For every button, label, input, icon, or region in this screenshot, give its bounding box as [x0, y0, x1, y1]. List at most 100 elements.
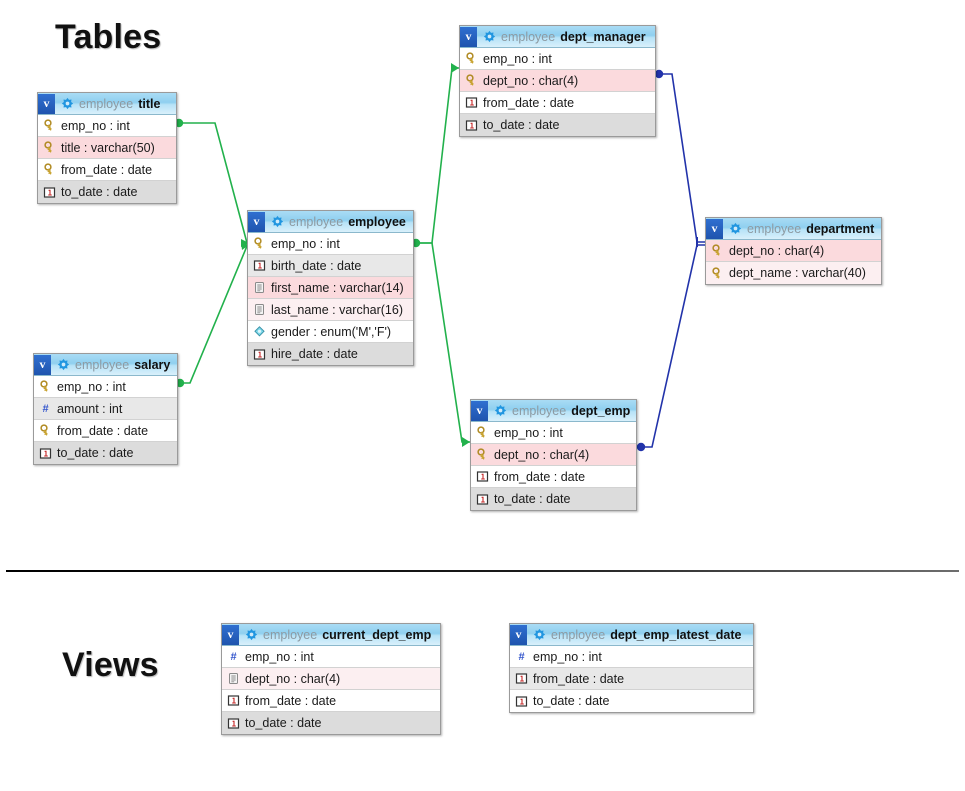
column-row[interactable]: hire_date : date — [248, 343, 413, 365]
column-row[interactable]: dept_no : char(4) — [471, 444, 636, 466]
schema-name: employee — [289, 214, 344, 229]
column-row[interactable]: birth_date : date — [248, 255, 413, 277]
column-label: from_date : date — [533, 671, 625, 686]
enum-icon — [254, 326, 265, 337]
column-label: to_date : date — [245, 716, 322, 730]
column-row[interactable]: emp_no : int — [34, 376, 177, 398]
column-row[interactable]: to_date : date — [222, 712, 440, 734]
svg-text:#: # — [42, 403, 48, 415]
column-label: emp_no : int — [57, 379, 126, 394]
column-row[interactable]: from_date : date — [34, 420, 177, 442]
column-label: emp_no : int — [533, 649, 602, 664]
date-icon — [227, 717, 240, 729]
column-row[interactable]: emp_no : int — [460, 48, 655, 70]
column-label: amount : int — [57, 401, 123, 416]
column-row[interactable]: emp_no : int — [38, 115, 176, 137]
entity-name: title — [138, 96, 161, 111]
text-icon — [229, 673, 238, 684]
gear-icon — [271, 215, 284, 228]
section-heading-tables: Tables — [55, 18, 162, 56]
relation-dept_manager-department[interactable] — [654, 69, 705, 247]
column-row[interactable]: emp_no : int — [248, 233, 413, 255]
column-label: birth_date : date — [271, 258, 362, 273]
column-label: to_date : date — [61, 185, 138, 199]
column-label: emp_no : int — [271, 236, 340, 251]
column-row[interactable]: dept_no : char(4) — [222, 668, 440, 690]
relation-employee-dept_manager[interactable] — [411, 63, 459, 248]
date-icon — [465, 119, 478, 131]
date-icon — [43, 186, 56, 198]
column-row[interactable]: #emp_no : int — [222, 646, 440, 668]
date-icon — [465, 97, 478, 108]
schema-name: employee — [501, 29, 556, 44]
column-row[interactable]: from_date : date — [222, 690, 440, 712]
relation-dept_emp-department[interactable] — [636, 244, 705, 452]
column-label: from_date : date — [245, 693, 337, 708]
gear-icon — [245, 628, 258, 641]
column-row[interactable]: to_date : date — [38, 181, 176, 203]
date-icon — [515, 673, 528, 684]
column-row[interactable]: from_date : date — [471, 466, 636, 488]
schema-name: employee — [512, 403, 567, 418]
column-row[interactable]: to_date : date — [460, 114, 655, 136]
column-row[interactable]: to_date : date — [34, 442, 177, 464]
relation-salary-employee[interactable] — [175, 242, 249, 388]
column-row[interactable]: dept_no : char(4) — [706, 240, 881, 262]
column-row[interactable]: to_date : date — [510, 690, 753, 712]
view-badge-icon: v — [222, 624, 239, 645]
key-icon — [477, 426, 485, 438]
column-row[interactable]: #emp_no : int — [510, 646, 753, 668]
column-row[interactable]: from_date : date — [510, 668, 753, 690]
column-row[interactable]: dept_name : varchar(40) — [706, 262, 881, 284]
gear-icon — [57, 358, 70, 371]
column-label: from_date : date — [61, 162, 153, 177]
column-row[interactable]: title : varchar(50) — [38, 137, 176, 159]
column-label: from_date : date — [494, 469, 586, 484]
date-icon — [515, 695, 528, 707]
column-row[interactable]: last_name : varchar(16) — [248, 299, 413, 321]
entity-name: dept_emp — [571, 403, 631, 418]
column-label: dept_name : varchar(40) — [729, 266, 866, 280]
column-label: emp_no : int — [483, 51, 552, 66]
relation-title-employee[interactable] — [174, 118, 249, 247]
view-badge-icon: v — [38, 93, 55, 114]
column-row[interactable]: from_date : date — [38, 159, 176, 181]
relation-employee-dept_emp[interactable] — [414, 242, 470, 447]
view-badge-icon: v — [706, 218, 723, 239]
column-row[interactable]: emp_no : int — [471, 422, 636, 444]
gear-icon — [61, 97, 74, 110]
number-icon: # — [230, 651, 236, 663]
column-label: from_date : date — [57, 423, 149, 438]
key-icon — [712, 266, 720, 278]
column-row[interactable]: from_date : date — [460, 92, 655, 114]
column-row[interactable]: # amount : int — [34, 398, 177, 420]
schema-name: employee — [75, 357, 130, 372]
column-label: emp_no : int — [494, 425, 563, 440]
column-row[interactable]: dept_no : char(4) — [460, 70, 655, 92]
key-icon — [44, 119, 52, 131]
column-label: to_date : date — [57, 446, 134, 460]
entity-name: current_dept_emp — [322, 627, 432, 642]
column-row[interactable]: to_date : date — [471, 488, 636, 510]
column-row[interactable]: gender : enum('M','F') — [248, 321, 413, 343]
column-label: hire_date : date — [271, 347, 358, 361]
text-icon — [255, 282, 264, 293]
column-row[interactable]: first_name : varchar(14) — [248, 277, 413, 299]
entity-name: dept_manager — [560, 29, 646, 44]
